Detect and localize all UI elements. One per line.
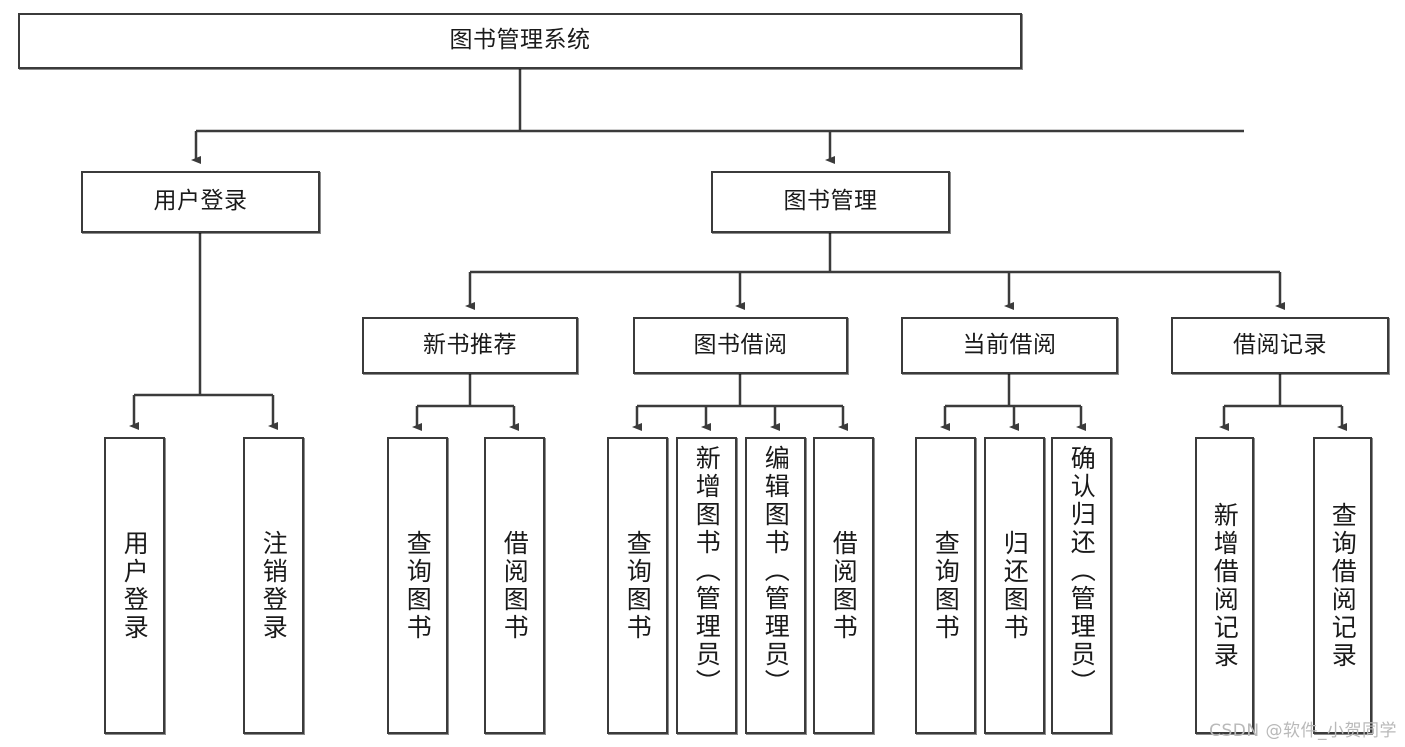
node-label: 归还图书	[1000, 529, 1030, 642]
node-label: 查询图书	[931, 529, 961, 642]
node-borrow-record[interactable]: 借阅记录	[1171, 317, 1389, 374]
node-label: 借阅记录	[1233, 331, 1327, 358]
node-label: 查询图书	[623, 529, 653, 642]
node-label: 新增图书（管理员）	[692, 445, 722, 697]
node-label: 注销登录	[259, 529, 289, 642]
node-leaf-return-book[interactable]: 归还图书	[984, 437, 1045, 734]
node-leaf-add-borrow-record[interactable]: 新增借阅记录	[1195, 437, 1254, 734]
node-root[interactable]: 图书管理系统	[18, 13, 1022, 69]
node-label: 借阅图书	[500, 529, 530, 642]
node-leaf-query-book-2[interactable]: 查询图书	[607, 437, 668, 734]
node-leaf-add-book-admin[interactable]: 新增图书（管理员）	[676, 437, 737, 734]
node-label: 查询借阅记录	[1328, 501, 1358, 670]
node-leaf-borrow-book-2[interactable]: 借阅图书	[813, 437, 874, 734]
node-book-borrow[interactable]: 图书借阅	[633, 317, 848, 374]
node-label: 用户登录	[153, 188, 248, 215]
node-current-borrow[interactable]: 当前借阅	[901, 317, 1118, 374]
node-label: 当前借阅	[962, 331, 1057, 358]
node-label: 编辑图书（管理员）	[761, 445, 791, 697]
node-label: 图书管理	[783, 188, 878, 215]
node-label: 用户登录	[120, 529, 150, 642]
node-leaf-borrow-book-1[interactable]: 借阅图书	[484, 437, 545, 734]
node-leaf-logout[interactable]: 注销登录	[243, 437, 304, 734]
node-label: 新增借阅记录	[1210, 501, 1240, 670]
node-leaf-confirm-return-admin[interactable]: 确认归还（管理员）	[1051, 437, 1112, 734]
node-label: 图书管理系统	[449, 27, 591, 54]
node-leaf-edit-book-admin[interactable]: 编辑图书（管理员）	[745, 437, 806, 734]
csdn-watermark: CSDN @软件_小贺同学	[1209, 721, 1397, 741]
node-leaf-user-login[interactable]: 用户登录	[104, 437, 165, 734]
node-leaf-query-borrow-record[interactable]: 查询借阅记录	[1313, 437, 1372, 734]
node-label: 查询图书	[403, 529, 433, 642]
node-leaf-query-book-1[interactable]: 查询图书	[387, 437, 448, 734]
node-new-book-recommend[interactable]: 新书推荐	[362, 317, 578, 374]
node-label: 图书借阅	[693, 331, 788, 358]
node-book-manage[interactable]: 图书管理	[711, 171, 950, 233]
node-leaf-query-book-3[interactable]: 查询图书	[915, 437, 976, 734]
node-label: 借阅图书	[829, 529, 859, 642]
node-label: 确认归还（管理员）	[1067, 445, 1097, 697]
node-user-login[interactable]: 用户登录	[81, 171, 320, 233]
node-label: 新书推荐	[423, 331, 517, 358]
